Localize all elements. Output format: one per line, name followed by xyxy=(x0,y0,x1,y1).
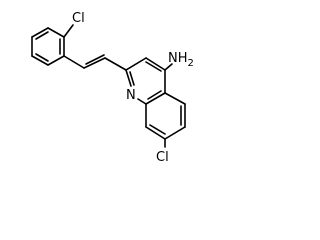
ring-nitrogen-label: N xyxy=(126,88,136,103)
bond xyxy=(125,57,147,71)
cl-bottom-label: Cl xyxy=(156,150,169,165)
double-bond xyxy=(149,124,166,135)
bond xyxy=(47,55,65,66)
double-bond xyxy=(147,90,162,100)
double-bond xyxy=(145,61,162,72)
bond xyxy=(63,55,85,69)
bond xyxy=(31,55,49,66)
molecule-canvas: Cl xyxy=(31,11,194,165)
pyridine-ring xyxy=(125,57,166,105)
vinyl-double-bond xyxy=(83,57,106,69)
bond xyxy=(125,69,132,87)
bond xyxy=(104,57,127,71)
bond xyxy=(145,92,166,105)
bond xyxy=(164,126,186,140)
cl-top-label: Cl xyxy=(72,11,85,26)
bond xyxy=(164,92,186,105)
double-bond xyxy=(35,53,49,62)
bond-to-amine xyxy=(164,63,173,71)
benzo-ring xyxy=(145,92,186,140)
bond xyxy=(47,27,65,38)
vinyl-double-bond-inner xyxy=(85,54,105,65)
structure-diagram: Cl xyxy=(31,11,194,165)
bond xyxy=(31,27,49,38)
amine-label: NH2 xyxy=(168,51,194,69)
bond xyxy=(145,126,166,140)
bond xyxy=(137,98,147,105)
chlorophenyl-ring xyxy=(31,27,65,66)
double-bond xyxy=(35,31,49,40)
bond-to-cl-top xyxy=(63,24,74,38)
double-bond xyxy=(129,71,135,86)
bond xyxy=(145,57,166,71)
